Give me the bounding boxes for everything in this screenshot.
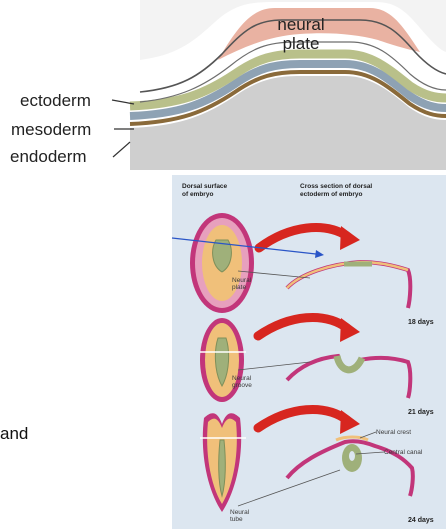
central-canal-label: Central canal xyxy=(384,449,423,456)
neural-crest-label: Neural crest xyxy=(376,429,411,436)
neural-plate-label-line1: neural xyxy=(277,15,324,34)
stage2-days: 21 days xyxy=(408,409,434,416)
mesoderm-label: mesoderm xyxy=(11,120,91,139)
stage1-caption-line2: plate xyxy=(232,284,246,291)
header-right-line2: ectoderm of embryo xyxy=(300,191,363,198)
stage2-caption-line2: groove xyxy=(232,382,252,389)
stage1-days: 18 days xyxy=(408,319,434,326)
slide-body-text-fragment: and xyxy=(0,424,28,444)
neural-plate-label-line2: plate xyxy=(283,34,320,53)
header-right-line1: Cross section of dorsal xyxy=(300,183,372,190)
ectoderm-label: ectoderm xyxy=(20,91,91,110)
stage3-caption-line2: tube xyxy=(230,516,243,523)
header-left-line1: Dorsal surface xyxy=(182,183,228,190)
header-left-line2: of embryo xyxy=(182,191,213,198)
stage3-days: 24 days xyxy=(408,517,434,524)
neural-tube-formation-diagram: Dorsal surface of embryo Cross section o… xyxy=(172,175,446,529)
endoderm-leader-line xyxy=(113,142,130,157)
stage2-caption-line1: Neural xyxy=(232,375,252,382)
stage1-caption-line1: Neural xyxy=(232,277,252,284)
stage3-caption-line1: Neural xyxy=(230,509,250,516)
neural-plate-layers-diagram: neural plate ectoderm mesoderm endoderm xyxy=(10,0,446,170)
endoderm-label: endoderm xyxy=(10,147,87,166)
